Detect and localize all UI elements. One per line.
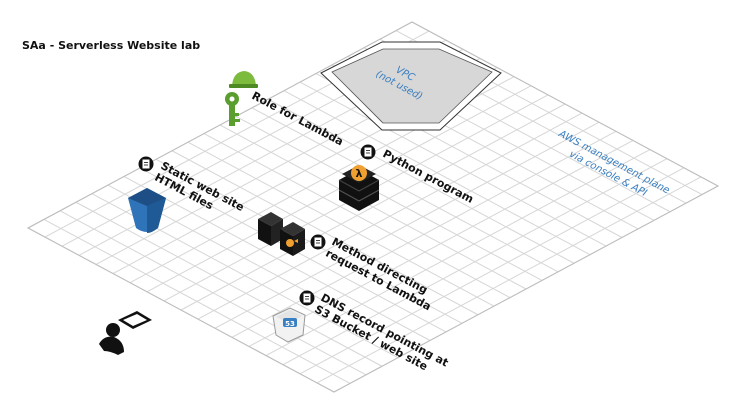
grid-line bbox=[299, 167, 685, 375]
static-site-doc-icon bbox=[138, 156, 154, 172]
grid-line bbox=[316, 176, 702, 384]
lambda-symbol: λ bbox=[356, 167, 363, 180]
grid-line bbox=[180, 103, 566, 311]
grid-line bbox=[265, 149, 651, 356]
grid-line bbox=[197, 112, 583, 320]
grid-line bbox=[231, 130, 617, 338]
python-doc-icon bbox=[360, 144, 376, 160]
route53-icon: 53 bbox=[272, 307, 306, 343]
s3-bucket-icon bbox=[128, 188, 166, 233]
grid-line bbox=[214, 121, 600, 329]
route53-badge: 53 bbox=[285, 320, 295, 328]
api-gateway-icon bbox=[258, 212, 305, 256]
page-title: SAa - Serverless Website lab bbox=[22, 39, 201, 52]
grid-line bbox=[282, 158, 668, 366]
method-doc-icon bbox=[310, 234, 326, 250]
vpc-area: VPC (not used) bbox=[320, 41, 502, 131]
dns-doc-icon bbox=[299, 290, 315, 306]
grid-line bbox=[248, 140, 634, 347]
user-with-device-icon bbox=[99, 311, 152, 355]
iam-role-icon bbox=[225, 71, 258, 126]
lambda-server-icon: λ bbox=[338, 165, 380, 211]
